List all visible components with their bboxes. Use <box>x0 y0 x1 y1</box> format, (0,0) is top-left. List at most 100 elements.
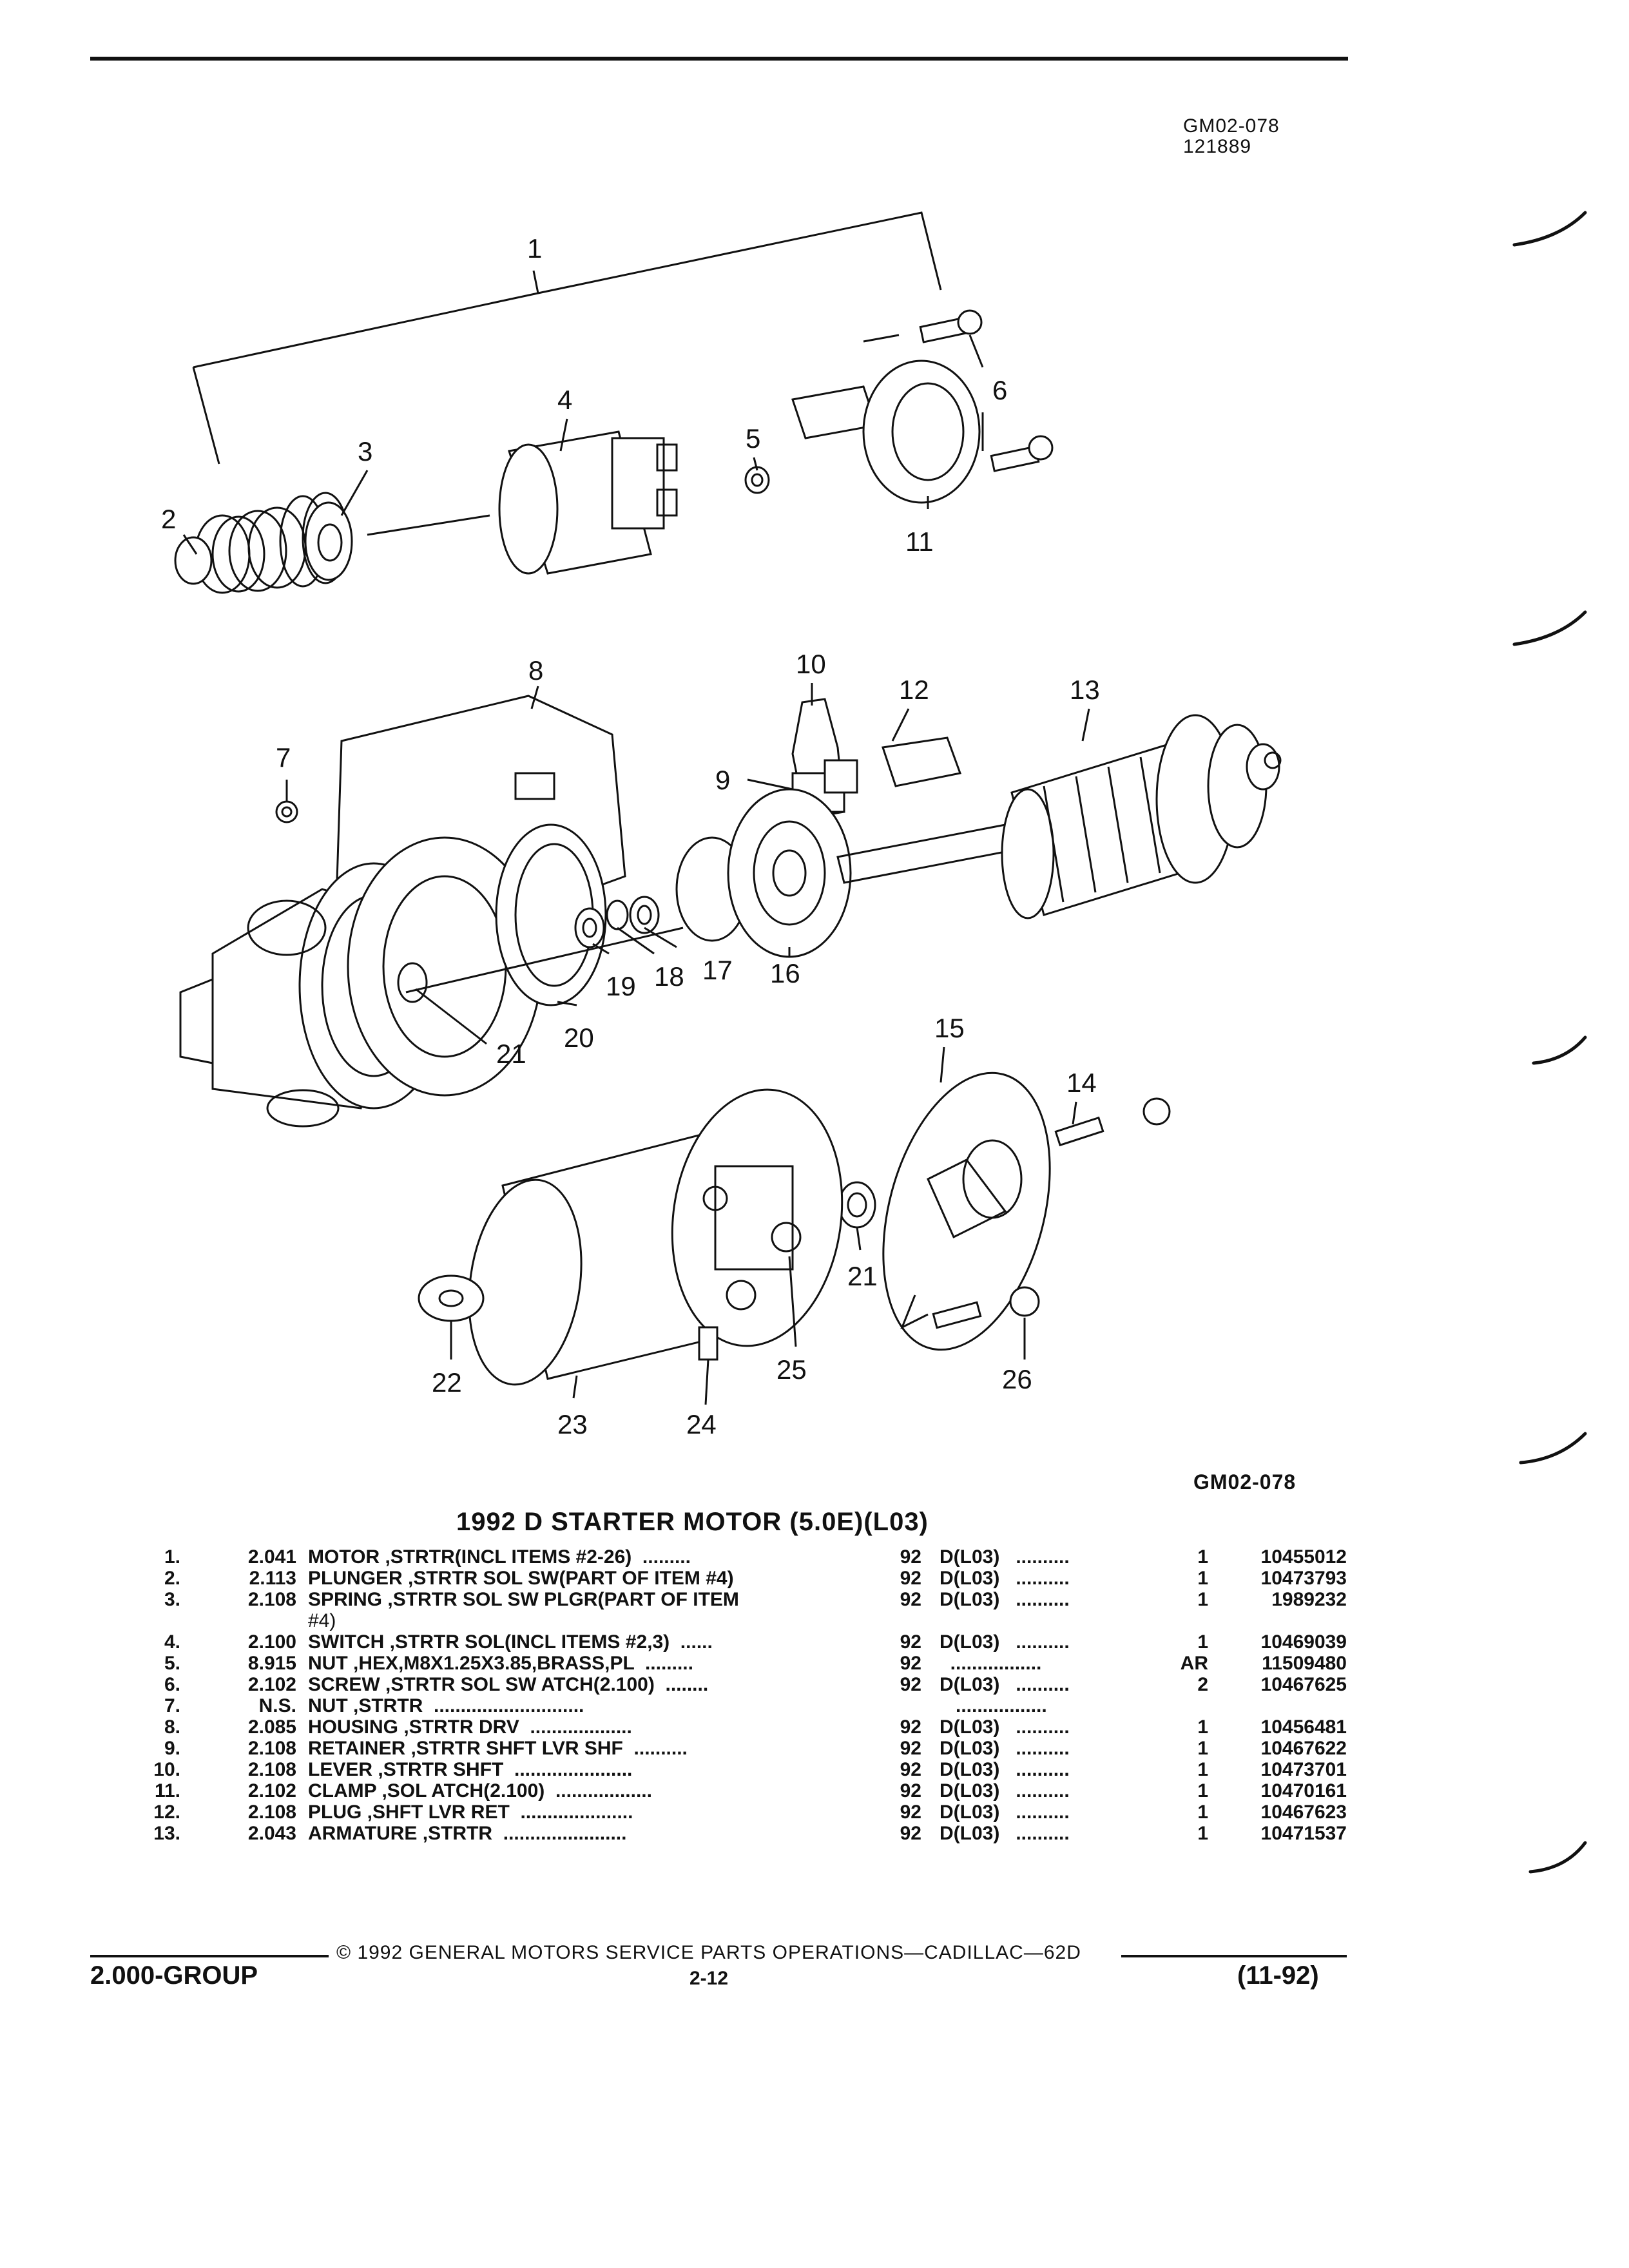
application: D(L03) .......... <box>940 1802 1070 1823</box>
quantity: 1 <box>1197 1589 1208 1610</box>
group-number: 2.043 <box>247 1823 296 1844</box>
group-number: 2.085 <box>247 1716 296 1738</box>
part-number: 10469039 <box>1260 1631 1347 1653</box>
drive-housing-part <box>179 695 626 1128</box>
row-number: 11. <box>154 1780 180 1802</box>
callout-2: 2 <box>161 504 176 534</box>
callout-21-lower: 21 <box>847 1261 878 1291</box>
application: D(L03) .......... <box>940 1546 1070 1568</box>
row-number: 4. <box>164 1631 180 1653</box>
table-row: 8. 2.085 HOUSING ,STRTR DRV ..............… <box>0 1716 1629 1738</box>
housing-nut-part <box>275 800 298 823</box>
row-number: 13. <box>153 1823 180 1844</box>
row-number: 10. <box>153 1759 180 1780</box>
application: D(L03) .......... <box>940 1631 1070 1653</box>
application: D(L03) .......... <box>940 1738 1070 1759</box>
part-number: 10467623 <box>1260 1802 1347 1823</box>
part-description: LEVER ,STRTR SHFT ...................... <box>308 1759 633 1780</box>
quantity: 2 <box>1197 1674 1208 1695</box>
callout-1: 1 <box>527 233 542 264</box>
figure-ref-code: GM02-078 <box>1183 115 1280 137</box>
footer-rule-right <box>1121 1955 1347 1957</box>
group-number: N.S. <box>258 1695 296 1716</box>
bracket-item-1 <box>192 211 942 465</box>
group-number: 2.100 <box>247 1631 296 1653</box>
callout-21-upper: 21 <box>496 1039 526 1069</box>
callout-labels: 1 2 3 4 5 6 7 8 9 10 11 12 13 14 15 16 1… <box>161 233 1100 1439</box>
bushing-part <box>838 1181 876 1229</box>
callout-6: 6 <box>992 375 1007 405</box>
part-number: 10455012 <box>1260 1546 1347 1568</box>
group-number: 2.108 <box>247 1589 296 1610</box>
plunger-part <box>174 506 307 594</box>
row-number: 2. <box>164 1568 180 1589</box>
group-number: 2.108 <box>247 1802 296 1823</box>
model-year: 92 <box>900 1674 921 1695</box>
table-row: 10. 2.108 LEVER ,STRTR SHFT ..............… <box>0 1759 1629 1780</box>
part-description: NUT ,HEX,M8X1.25X3.85,BRASS,PL ......... <box>308 1653 693 1674</box>
model-year: 92 <box>900 1546 921 1568</box>
table-row: 7. N.S. NUT ,STRTR .......................… <box>0 1695 1629 1716</box>
part-description: SPRING ,STRTR SOL SW PLGR(PART OF ITEM <box>308 1589 739 1610</box>
application: D(L03) .......... <box>940 1568 1070 1589</box>
callout-25: 25 <box>776 1354 807 1385</box>
drive-assembly-part <box>675 788 852 958</box>
group-number: 2.113 <box>249 1568 296 1589</box>
quantity: 1 <box>1197 1780 1208 1802</box>
group-number: 2.041 <box>247 1546 296 1568</box>
part-number: 10473701 <box>1260 1759 1347 1780</box>
part-number: 10456481 <box>1260 1716 1347 1738</box>
part-description: PLUG ,SHFT LVR RET ..................... <box>308 1802 633 1823</box>
solenoid-switch-part <box>498 430 678 575</box>
part-number: 10471537 <box>1260 1823 1347 1844</box>
group-number: 8.915 <box>247 1653 296 1674</box>
footer-group: 2.000-GROUP <box>90 1961 258 1990</box>
row-number: 1. <box>164 1546 180 1568</box>
application: D(L03) .......... <box>940 1780 1070 1802</box>
group-number: 2.108 <box>247 1759 296 1780</box>
quantity: 1 <box>1197 1716 1208 1738</box>
model-year: 92 <box>900 1780 921 1802</box>
quantity: 1 <box>1197 1546 1208 1568</box>
model-year: 92 <box>900 1802 921 1823</box>
table-row: 4. 2.100 SWITCH ,STRTR SOL(INCL ITEMS #2,3… <box>0 1631 1629 1653</box>
model-year: 92 <box>900 1759 921 1780</box>
table-row-continuation: #4) <box>0 1610 1629 1631</box>
part-description-continued: #4) <box>308 1610 336 1631</box>
figure-ref-label: GM02-078 <box>1193 1470 1296 1494</box>
lever-plug-part <box>882 736 962 787</box>
footer-date: (11-92) <box>1237 1961 1319 1990</box>
part-description: HOUSING ,STRTR DRV ................... <box>308 1716 632 1738</box>
callout-10: 10 <box>796 649 826 679</box>
row-number: 7. <box>164 1695 180 1716</box>
callout-3: 3 <box>358 436 372 466</box>
row-number: 6. <box>164 1674 180 1695</box>
terminal-part <box>698 1326 718 1361</box>
row-number: 8. <box>164 1716 180 1738</box>
model-year: 92 <box>900 1653 921 1674</box>
leader-lines <box>182 334 1090 1405</box>
quantity: 1 <box>1197 1802 1208 1823</box>
callout-20: 20 <box>564 1023 594 1053</box>
part-description: SWITCH ,STRTR SOL(INCL ITEMS #2,3) .....… <box>308 1631 713 1653</box>
binder-marks <box>1512 211 1587 1874</box>
part-number: 10473793 <box>1260 1568 1347 1589</box>
model-year: 92 <box>900 1631 921 1653</box>
model-year: 92 <box>900 1568 921 1589</box>
callout-16: 16 <box>770 958 800 988</box>
callout-19: 19 <box>606 971 636 1001</box>
callout-17: 17 <box>702 955 733 985</box>
group-number: 2.108 <box>247 1738 296 1759</box>
quantity: 1 <box>1197 1568 1208 1589</box>
field-frame-part <box>468 1088 843 1386</box>
top-rule <box>90 57 1348 61</box>
part-description: RETAINER ,STRTR SHFT LVR SHF .......... <box>308 1738 688 1759</box>
callout-13: 13 <box>1070 675 1100 705</box>
part-description: NUT ,STRTR ............................ <box>308 1695 584 1716</box>
callout-24: 24 <box>686 1409 717 1439</box>
